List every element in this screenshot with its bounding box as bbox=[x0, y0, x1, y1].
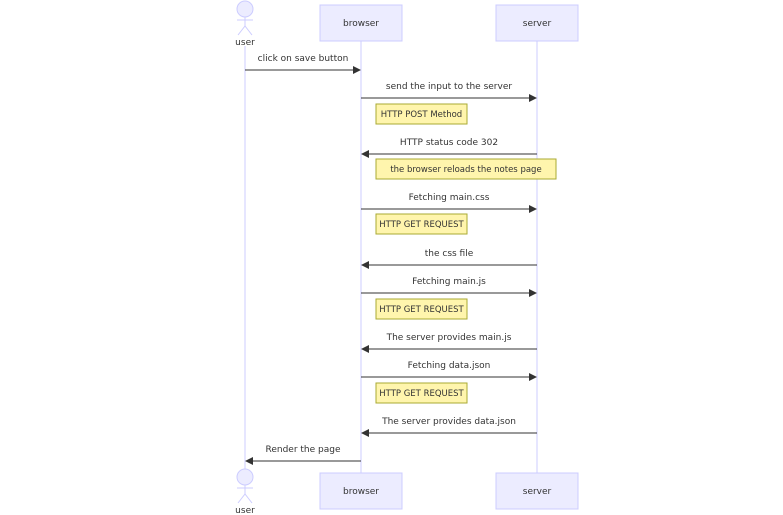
participant-box bbox=[495, 472, 579, 510]
message: The server provides main.js bbox=[361, 333, 537, 353]
note-label: HTTP GET REQUEST bbox=[379, 220, 464, 230]
note-box bbox=[375, 158, 557, 180]
note: HTTP GET REQUEST bbox=[375, 298, 468, 320]
message: send the input to the server bbox=[361, 82, 537, 102]
message-label: send the input to the server bbox=[386, 82, 512, 92]
note: HTTP GET REQUEST bbox=[375, 213, 468, 235]
message-label: click on save button bbox=[258, 54, 349, 64]
participant-box bbox=[495, 4, 579, 42]
message: the css file bbox=[361, 249, 537, 269]
participant-browser-bottom: browser bbox=[319, 472, 403, 510]
note-label: the browser reloads the notes page bbox=[390, 165, 541, 175]
message: click on save button bbox=[245, 54, 361, 74]
actor-leg-right bbox=[244, 25, 253, 36]
participant-server-top: server bbox=[495, 4, 579, 42]
note-label: HTTP GET REQUEST bbox=[379, 305, 464, 315]
note-box bbox=[375, 213, 468, 235]
message-label: Fetching main.css bbox=[409, 193, 490, 203]
actor-leg-left bbox=[237, 493, 246, 504]
message-label: The server provides data.json bbox=[381, 417, 516, 427]
message-label: Render the page bbox=[265, 445, 340, 455]
actor-head bbox=[236, 0, 254, 18]
note: HTTP POST Method bbox=[375, 103, 468, 125]
message-label: Fetching data.json bbox=[408, 361, 491, 371]
actor-leg-right bbox=[244, 493, 253, 504]
participant-label: server bbox=[523, 487, 552, 497]
actor-label: user bbox=[235, 506, 255, 515]
note-box bbox=[375, 103, 468, 125]
message-label: Fetching main.js bbox=[412, 277, 486, 287]
actor-leg-left bbox=[237, 25, 246, 36]
participant-label: browser bbox=[343, 19, 379, 29]
actor-label: user bbox=[235, 38, 255, 48]
message-label: HTTP status code 302 bbox=[400, 138, 498, 148]
message: Render the page bbox=[245, 445, 361, 465]
message-label: the css file bbox=[425, 249, 474, 259]
message: Fetching main.css bbox=[361, 193, 537, 213]
note: HTTP GET REQUEST bbox=[375, 382, 468, 404]
actor-user-bottom: user bbox=[235, 468, 255, 515]
participant-label: browser bbox=[343, 487, 379, 497]
actor-user-top: user bbox=[235, 0, 255, 48]
note-box bbox=[375, 382, 468, 404]
note-label: HTTP POST Method bbox=[381, 110, 462, 120]
message: HTTP status code 302 bbox=[361, 138, 537, 158]
message-label: The server provides main.js bbox=[386, 333, 512, 343]
note: the browser reloads the notes page bbox=[375, 158, 557, 180]
participant-server-bottom: server bbox=[495, 472, 579, 510]
participant-box bbox=[319, 472, 403, 510]
message: The server provides data.json bbox=[361, 417, 537, 437]
participant-box bbox=[319, 4, 403, 42]
note-box bbox=[375, 298, 468, 320]
actor-head bbox=[236, 468, 254, 486]
note-label: HTTP GET REQUEST bbox=[379, 389, 464, 399]
message: Fetching data.json bbox=[361, 361, 537, 381]
message: Fetching main.js bbox=[361, 277, 537, 297]
participant-browser-top: browser bbox=[319, 4, 403, 42]
participant-label: server bbox=[523, 19, 552, 29]
